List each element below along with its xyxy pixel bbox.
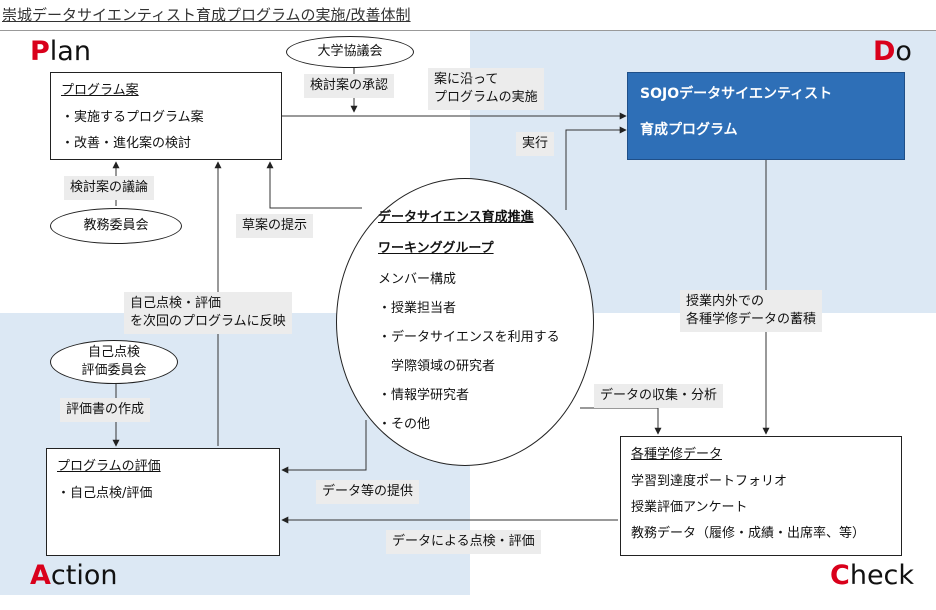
label-report: 評価書の作成 <box>60 398 151 423</box>
university-council-oval: 大学協議会 <box>286 36 414 68</box>
label-reflect: 自己点検・評価 を次回のプログラムに反映 <box>124 292 292 335</box>
check-box-item: 教務データ（履修・成績・出席率、等） <box>631 526 866 541</box>
label-implement: 案に沿って プログラムの実施 <box>428 68 544 111</box>
label-inspect: データによる点検・評価 <box>386 530 541 555</box>
title-rule <box>0 30 936 31</box>
member-item: ・情報学研究者 <box>378 388 470 403</box>
plan-box-item: ・実施するプログラム案 <box>61 110 204 125</box>
member-item: ・授業担当者 <box>378 301 457 316</box>
members-heading: メンバー構成 <box>378 272 457 287</box>
check-box-title: 各種学修データ <box>631 447 723 462</box>
plan-box-item: ・改善・進化案の検討 <box>61 136 192 151</box>
member-item: ・その他 <box>378 417 431 432</box>
check-box: 各種学修データ 学習到達度ポートフォリオ 授業評価アンケート 教務データ（履修・… <box>620 436 902 556</box>
check-box-item: 学習到達度ポートフォリオ <box>631 474 788 489</box>
member-item: ・データサイエンスを利用する <box>378 330 560 345</box>
member-item: 学際領域の研究者 <box>391 359 496 374</box>
action-box: プログラムの評価 ・自己点検/評価 <box>46 448 280 556</box>
label-discussion: 検討案の議論 <box>64 176 155 201</box>
working-group-circle <box>336 178 594 466</box>
do-box-line1: SOJOデータサイエンティスト <box>640 86 833 102</box>
plan-box: プログラム案 ・実施するプログラム案 ・改善・進化案の検討 <box>50 72 282 160</box>
label-draft: 草案の提示 <box>236 214 314 239</box>
do-label: Do <box>873 36 912 67</box>
label-accumulate: 授業内外での 各種学修データの蓄積 <box>680 290 823 333</box>
label-approval: 検討案の承認 <box>304 74 395 99</box>
self-eval-committee-oval: 自己点検 評価委員会 <box>50 340 178 384</box>
do-box-line2: 育成プログラム <box>640 122 738 138</box>
working-group-title: ワーキンググループ <box>378 241 494 256</box>
action-box-title: プログラムの評価 <box>57 459 161 474</box>
diagram-title: 崇城データサイエンティスト育成プログラムの実施/改善体制 <box>2 6 411 24</box>
academic-committee-oval: 教務委員会 <box>50 208 182 244</box>
do-box: SOJOデータサイエンティスト 育成プログラム <box>627 72 905 160</box>
plan-box-title: プログラム案 <box>61 83 139 98</box>
label-provide: データ等の提供 <box>316 480 420 505</box>
plan-label: Plan <box>30 36 91 67</box>
check-box-item: 授業評価アンケート <box>631 500 748 515</box>
working-group-title: データサイエンス育成推進 <box>378 210 534 225</box>
check-label: Check <box>830 560 915 591</box>
label-execute: 実行 <box>516 132 555 157</box>
label-collect: データの収集・分析 <box>594 384 724 409</box>
action-box-item: ・自己点検/評価 <box>57 486 153 501</box>
action-label: Action <box>30 560 118 591</box>
working-group-text: データサイエンス育成推進 ワーキンググループ メンバー構成 ・授業担当者 ・デー… <box>378 206 560 442</box>
